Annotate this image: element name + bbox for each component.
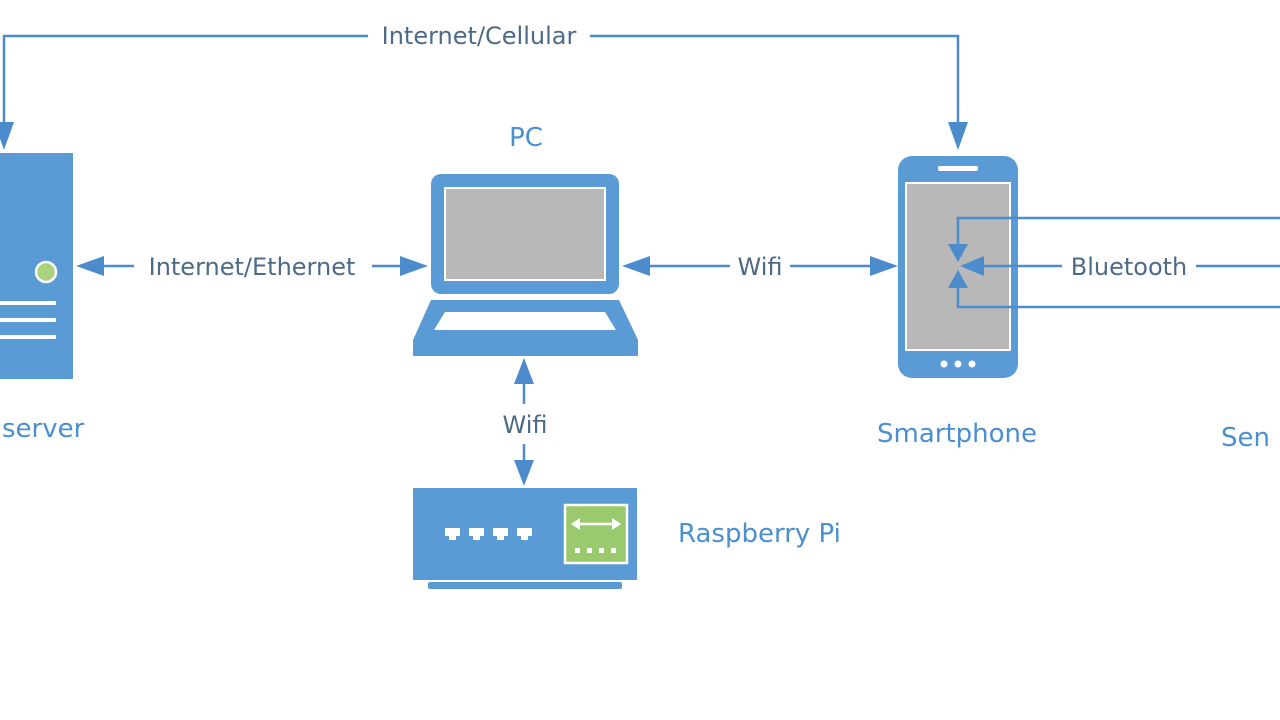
laptop-icon: [413, 174, 638, 356]
label-sensor-partial: Sen: [1221, 423, 1270, 453]
connector-label-wifi-bottom: Wifi: [503, 411, 548, 439]
connector-label-wifi-top: Wifi: [738, 253, 783, 281]
label-pc: PC: [509, 123, 543, 153]
connector-label-bluetooth: Bluetooth: [1071, 253, 1188, 281]
label-raspberry-pi: Raspberry Pi: [678, 519, 841, 549]
server-icon: [0, 153, 73, 379]
connector-label-internet-cellular: Internet/Cellular: [382, 22, 577, 50]
connector-label-internet-ethernet: Internet/Ethernet: [149, 253, 356, 281]
connector-wifi-pc-pi: Wifi: [503, 358, 548, 486]
label-smartphone: Smartphone: [877, 419, 1037, 449]
connector-wifi-pc-phone: Wifi: [622, 253, 898, 281]
router-board-icon: [413, 488, 637, 589]
connector-internet-ethernet: Internet/Ethernet: [76, 253, 428, 281]
connector-internet-cellular: Internet/Cellular: [0, 22, 968, 150]
connector-bluetooth: Bluetooth: [948, 216, 1280, 309]
label-server: server: [2, 414, 85, 444]
smartphone-icon: [898, 156, 1018, 378]
